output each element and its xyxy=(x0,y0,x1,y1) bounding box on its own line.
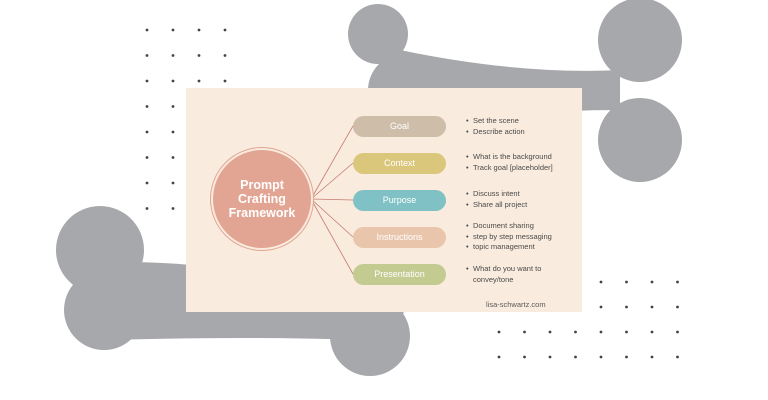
branch-presentation-pill: Presentation xyxy=(353,264,446,285)
goal-bullet-2: Describe action xyxy=(466,127,525,138)
decor-dot xyxy=(523,355,526,359)
center-title-line-3: Framework xyxy=(228,206,296,220)
decor-dot xyxy=(171,156,175,159)
decor-dot xyxy=(497,355,501,359)
decor-dot xyxy=(171,54,175,57)
decor-dot xyxy=(599,355,603,359)
decor-dot xyxy=(574,330,577,334)
branch-purpose-pill: Purpose xyxy=(353,190,446,211)
decor-dot xyxy=(650,280,654,284)
context-bullet-2: Track goal [placeholder] xyxy=(466,163,553,174)
decor-dot xyxy=(171,105,175,108)
center-title-line-2: Crafting xyxy=(238,192,286,206)
decor-dot xyxy=(548,355,552,359)
decor-dot xyxy=(171,28,175,32)
decor-dot xyxy=(523,330,526,334)
decor-dot xyxy=(197,79,201,83)
decor-dot xyxy=(650,355,654,359)
goal-bullet-1: Set the scene xyxy=(466,116,525,127)
decor-dot xyxy=(548,330,552,334)
decor-dot xyxy=(171,130,175,134)
decor-dot xyxy=(223,54,227,57)
decor-dot xyxy=(145,79,149,83)
instructions-bullet-1: Document sharing xyxy=(466,221,552,232)
presentation-bullets: What do you want to convey/tone xyxy=(466,264,541,285)
decor-dot xyxy=(625,330,628,334)
purpose-bullet-2: Share all project xyxy=(466,200,527,211)
center-circle xyxy=(213,150,311,248)
decor-dot xyxy=(676,305,679,309)
decor-dot xyxy=(650,330,654,334)
decor-dot xyxy=(223,79,227,83)
branch-instructions-pill: Instructions xyxy=(353,227,446,248)
decor-dot xyxy=(676,330,679,334)
decor-dot xyxy=(625,280,628,284)
decor-dot xyxy=(145,181,149,185)
decor-dot xyxy=(599,330,603,334)
goal-bullets: Set the scene Describe action xyxy=(466,116,525,137)
credit-link[interactable]: lisa-schwartz.com xyxy=(486,300,546,309)
instructions-bullet-2: step by step messaging xyxy=(466,232,552,243)
decor-dot xyxy=(145,130,149,134)
decor-dot xyxy=(171,79,175,83)
context-bullets: What is the background Track goal [place… xyxy=(466,152,553,173)
decor-dot xyxy=(497,330,501,334)
purpose-bullet-1: Discuss intent xyxy=(466,189,527,200)
decor-dot xyxy=(171,207,175,210)
decor-dot xyxy=(145,207,149,210)
decor-dot xyxy=(171,181,175,185)
decor-dot xyxy=(145,105,149,108)
instructions-bullets: Document sharing step by step messaging … xyxy=(466,221,552,253)
decor-dot xyxy=(145,28,149,32)
context-bullet-1: What is the background xyxy=(466,152,553,163)
branch-goal-pill: Goal xyxy=(353,116,446,137)
decor-dot xyxy=(599,305,603,309)
instructions-bullet-3: topic management xyxy=(466,242,552,253)
decor-dot xyxy=(145,54,149,57)
decor-dot xyxy=(650,305,654,309)
decor-dot xyxy=(197,28,201,32)
decor-dot xyxy=(145,156,149,159)
branch-context-pill: Context xyxy=(353,153,446,174)
decor-dot xyxy=(676,280,679,284)
center-title: Prompt Crafting Framework xyxy=(216,178,308,220)
decor-dot xyxy=(625,305,628,309)
decor-dot xyxy=(223,28,227,32)
purpose-bullets: Discuss intent Share all project xyxy=(466,189,527,210)
presentation-bullet-1: What do you want to xyxy=(466,264,541,275)
presentation-bullet-2: convey/tone xyxy=(473,274,514,284)
decor-dot xyxy=(625,355,628,359)
decor-dot xyxy=(197,54,201,57)
decor-dot xyxy=(574,355,577,359)
decor-dot xyxy=(599,280,603,284)
center-title-line-1: Prompt xyxy=(240,178,284,192)
decor-dot xyxy=(676,355,679,359)
